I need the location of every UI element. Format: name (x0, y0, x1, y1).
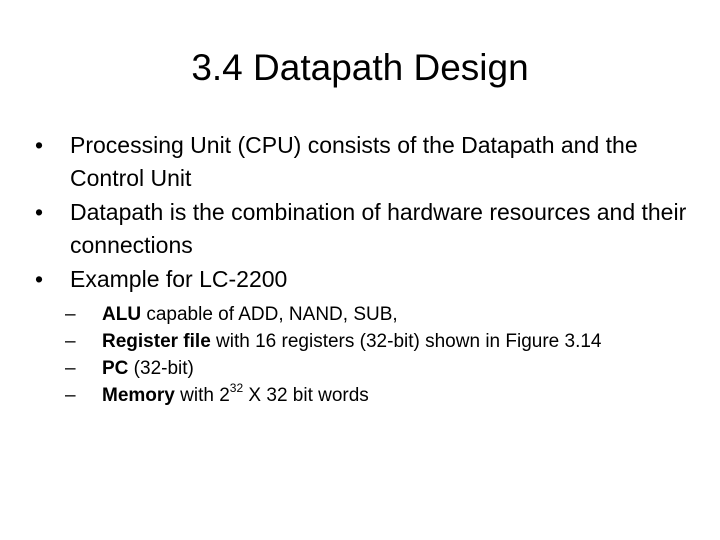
sub-bullet-marker: – (65, 331, 76, 352)
sub-bullet-item: – ALU capable of ADD, NAND, SUB, (65, 302, 662, 328)
bullet-text: Processing Unit (CPU) consists of the Da… (70, 132, 638, 191)
sub-bullet-text: with 2 (174, 385, 230, 406)
bullet-marker: • (35, 266, 44, 292)
bullet-list: • Processing Unit (CPU) consists of the … (35, 129, 695, 410)
bullet-text: Datapath is the combination of hardware … (70, 199, 687, 258)
sub-bullet-marker: – (65, 358, 76, 379)
sub-bullet-marker: – (65, 304, 76, 325)
bullet-item: • Example for LC-2200 (35, 263, 695, 296)
sub-bullet-text: capable of ADD, NAND, SUB, (141, 304, 398, 325)
bullet-marker: • (35, 199, 44, 225)
sub-bullet-term: ALU (102, 304, 142, 325)
sub-bullet-item: – Memory with 232 X 32 bit words (65, 380, 662, 409)
sub-bullet-item: – PC (32-bit) (65, 356, 662, 382)
sub-bullet-marker: – (65, 385, 76, 406)
slide-title: 3.4 Datapath Design (191, 47, 529, 88)
bullet-text: Example for LC-2200 (70, 266, 288, 292)
bullet-item: • Datapath is the combination of hardwar… (35, 196, 695, 262)
sub-bullet-text: with 16 registers (32-bit) shown in Figu… (210, 331, 602, 352)
sub-bullet-text-after: X 32 bit words (243, 385, 369, 406)
bullet-item: • Processing Unit (CPU) consists of the … (35, 129, 695, 195)
sub-bullet-list: – ALU capable of ADD, NAND, SUB, – Regis… (65, 302, 695, 409)
sub-bullet-text: (32-bit) (128, 358, 194, 379)
sub-bullet-term: Register file (102, 331, 211, 352)
sub-bullet-term: Memory (102, 385, 175, 406)
bullet-marker: • (35, 132, 44, 158)
sub-bullet-item: – Register file with 16 registers (32-bi… (65, 329, 662, 355)
exponent: 32 (229, 380, 244, 395)
sub-bullet-term: PC (102, 358, 129, 379)
